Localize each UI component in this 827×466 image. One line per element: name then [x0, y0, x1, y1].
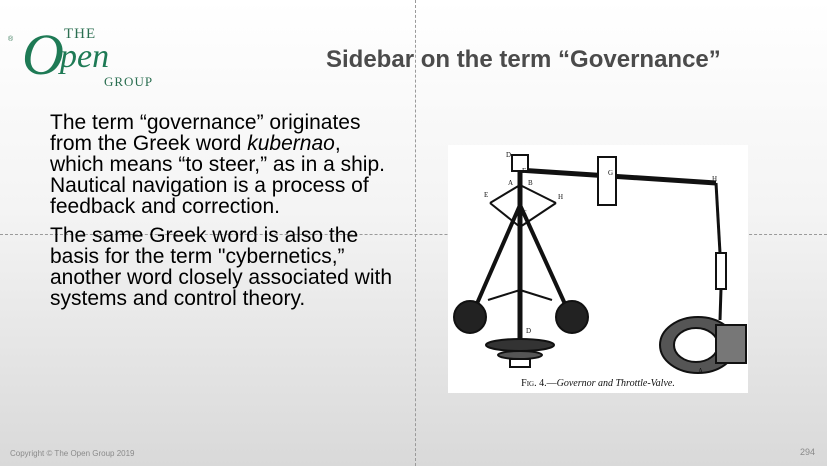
figure-caption: Fig. 4.—Governor and Throttle-Valve.: [448, 378, 748, 389]
logo-group: GROUP: [104, 74, 154, 89]
caption-dash: —: [546, 378, 557, 389]
label-b: B: [528, 179, 533, 187]
paragraph-1-start: The term “governance” originates from th…: [50, 111, 361, 155]
label-d-bottom: D: [526, 327, 531, 335]
caption-text: Governor and Throttle-Valve.: [556, 378, 675, 389]
paragraph-1-end: , which means “to steer,” as in a ship. …: [50, 132, 385, 218]
label-d-top: D: [506, 151, 511, 159]
logo-pen: pen: [60, 38, 110, 75]
logo-the: THE: [64, 26, 97, 42]
greek-word-kubernao: kubernao: [247, 132, 335, 155]
vertical-guide-line: [415, 0, 416, 466]
label-a-top: A: [508, 179, 513, 187]
label-h-right: H: [712, 175, 717, 183]
label-g: G: [608, 169, 613, 177]
logo-big-o: O: [22, 22, 64, 87]
page-number: 294: [799, 447, 815, 457]
logo-registered-mark: ®: [8, 36, 14, 43]
copyright-footer: Copyright © The Open Group 2019: [10, 449, 135, 458]
caption-figure-number: Fig. 4.: [521, 378, 547, 389]
open-group-logo: ® O THE pen GROUP: [8, 22, 152, 92]
governor-illustration: D H F G B E H A C D A Fig. 4.—Governor a…: [448, 145, 748, 393]
horizontal-guide-line: [0, 234, 827, 235]
paragraph-governance-origin: The term “governance” originates from th…: [50, 112, 395, 217]
slide-body: The term “governance” originates from th…: [50, 112, 395, 317]
label-e: E: [484, 191, 488, 199]
label-f: F: [522, 167, 526, 175]
label-a-bottom: A: [698, 367, 703, 375]
slide-title: Sidebar on the term “Governance”: [326, 46, 721, 73]
label-c: C: [522, 209, 527, 217]
label-h-left: H: [558, 193, 563, 201]
governor-drawing: D H F G B E H A C D A: [453, 151, 747, 375]
paragraph-cybernetics: The same Greek word is also the basis fo…: [50, 224, 393, 310]
